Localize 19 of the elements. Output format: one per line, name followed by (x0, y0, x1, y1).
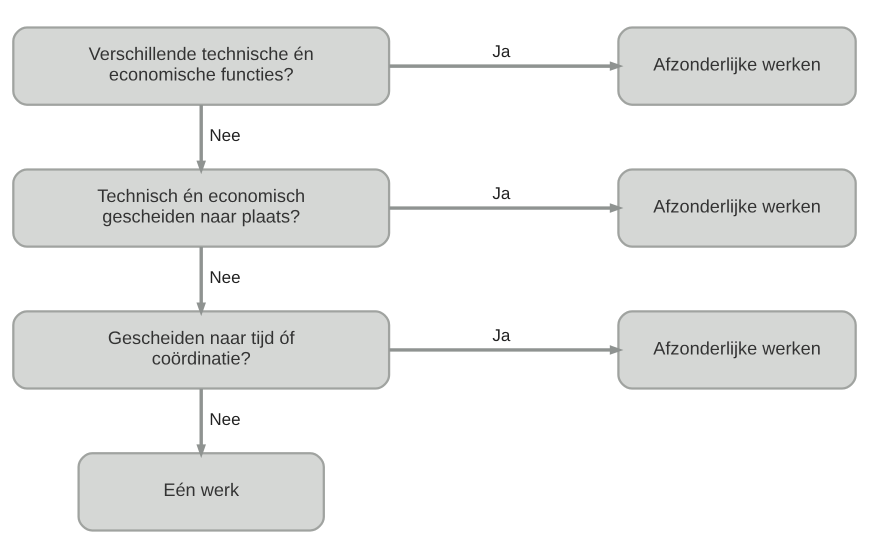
arrow (196, 104, 206, 174)
arrow (196, 246, 206, 316)
edge-label: Nee (209, 409, 241, 428)
edge-label: Nee (209, 267, 241, 286)
node-box: Technisch én economisch gescheiden naar plaats? (12, 168, 390, 248)
edge-label: Ja (492, 42, 510, 61)
node-box: Afzonderlijke werken (617, 26, 857, 106)
node-box: Eén werk (77, 452, 325, 532)
edge-label: Ja (492, 325, 510, 344)
edge-label: Ja (492, 183, 510, 202)
node-box: Afzonderlijke werken (617, 310, 857, 390)
node-box: Verschillende technische én economische functies? (12, 26, 390, 106)
edge-label: Nee (209, 126, 241, 145)
arrow (389, 344, 624, 354)
node-box: Gescheiden naar tijd óf coördinatie? (12, 310, 390, 390)
arrow (389, 202, 624, 212)
arrow (389, 60, 624, 70)
arrow (196, 388, 206, 458)
node-box: Afzonderlijke werken (617, 168, 857, 248)
